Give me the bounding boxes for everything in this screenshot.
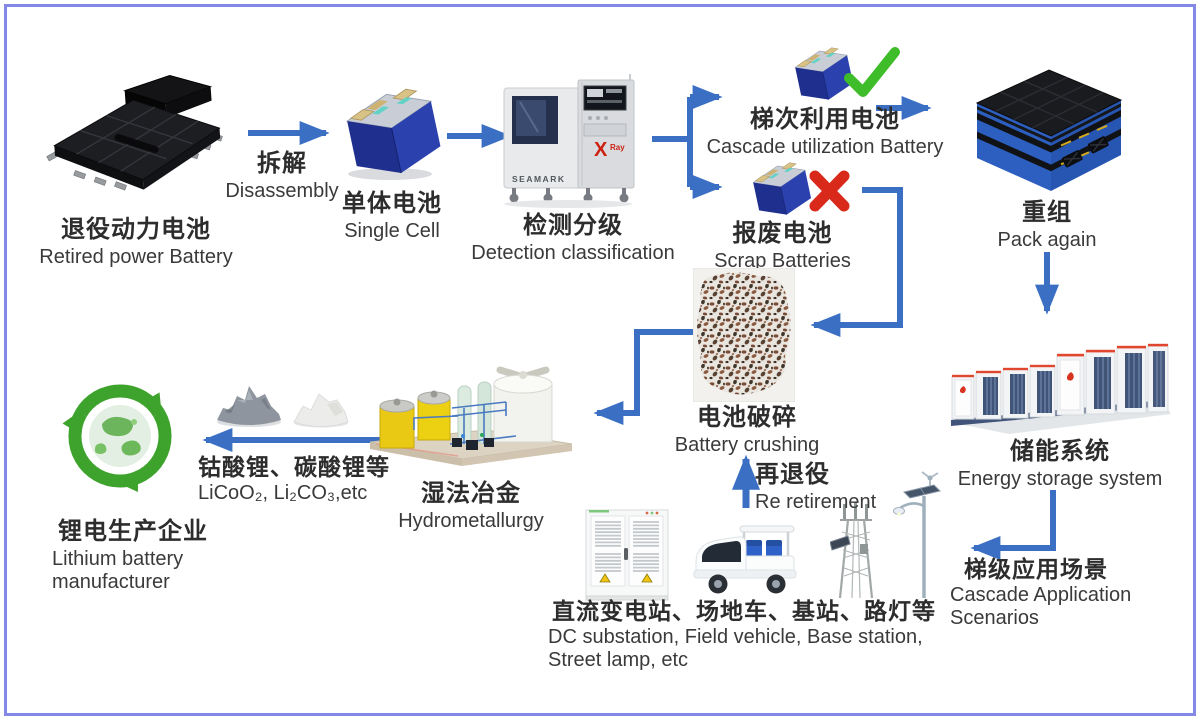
pass-check-icon: [843, 47, 900, 97]
retired-battery-label-en: Retired power Battery: [39, 245, 233, 268]
grey-powder-image: [217, 386, 281, 427]
detection-machine-image: X Ray SEAMARK: [503, 74, 635, 208]
node-battery-crushing: 电池破碎 Battery crushing: [658, 404, 836, 457]
base-station-image: [830, 502, 874, 599]
hydrometallurgy-label-zh: 湿法冶金: [421, 480, 521, 507]
node-manufacturer: 锂电生产企业 Lithium battery manufacturer: [52, 372, 217, 594]
node-cascade-scenarios: 梯级应用场景 Cascade Application Scenarios: [950, 556, 1155, 630]
arrow-storage-to-scenarios: [970, 490, 1056, 560]
single-cell-label-zh: 单体电池: [342, 190, 442, 217]
dc-substation-image: [585, 509, 669, 601]
applications-label-zh: 直流变电站、场地车、基站、路灯等: [552, 598, 936, 624]
battery-crushing-image: [693, 268, 795, 402]
re-retirement-label-en: Re retirement: [755, 490, 877, 513]
energy-storage-label-en: Energy storage system: [957, 467, 1163, 490]
single-cell-label-en: Single Cell: [344, 219, 440, 242]
street-lamp-image: [893, 471, 941, 598]
re-retirement-label-zh: 再退役: [755, 461, 830, 488]
repacked-battery-image: [975, 69, 1122, 191]
node-detection: X Ray SEAMARK 检测分级 Detection classificat…: [458, 72, 688, 265]
node-disassembly: 拆解 Disassembly: [223, 150, 341, 203]
node-cascade-battery: 梯次利用电池 Cascade utilization Battery: [697, 40, 953, 159]
detection-label-zh: 检测分级: [523, 212, 623, 239]
pack-again-label-en: Pack again: [997, 228, 1097, 251]
hydrometallurgy-label-en: Hydrometallurgy: [398, 509, 544, 532]
cascade-battery-label-en: Cascade utilization Battery: [706, 135, 944, 158]
recycle-icon: [52, 384, 192, 504]
node-scrap-battery: 报废电池 Scrap Batteries: [695, 156, 870, 273]
node-hydrometallurgy: 湿法冶金 Hydrometallurgy: [366, 356, 576, 533]
retired-battery-label-zh: 退役动力电池: [61, 216, 211, 243]
battery-crushing-label-zh: 电池破碎: [697, 404, 797, 431]
battery-crushing-label-en: Battery crushing: [674, 433, 820, 456]
white-powder-image: [293, 393, 349, 428]
xray-logo-text: Ray: [610, 143, 625, 152]
node-materials: 钴酸锂、碳酸锂等 LiCoO₂, Li₂CO₃,etc: [198, 454, 408, 505]
single-cell-image: [342, 84, 445, 182]
node-single-cell: 单体电池 Single Cell: [332, 80, 452, 243]
retired-battery-pack-image: [46, 74, 223, 191]
energy-storage-label-zh: 储能系统: [1010, 438, 1110, 465]
energy-storage-image: [949, 343, 1171, 434]
manufacturer-label-en: Lithium battery manufacturer: [52, 547, 184, 593]
fail-cross-icon: [809, 170, 850, 212]
cascade-battery-image: [791, 44, 900, 104]
xray-logo-icon: X: [594, 139, 608, 161]
hydrometallurgy-image: [369, 366, 573, 466]
field-vehicle-image: [693, 525, 797, 594]
node-applications: 直流变电站、场地车、基站、路灯等 DC substation, Field ve…: [548, 598, 940, 672]
machine-brand-text: SEAMARK: [512, 174, 565, 184]
node-pack-again: 重组 Pack again: [962, 58, 1132, 252]
cascade-scenarios-label-zh: 梯级应用场景: [964, 556, 1108, 582]
manufacturer-label-zh: 锂电生产企业: [58, 518, 208, 545]
materials-label-zh: 钴酸锂、碳酸锂等: [198, 454, 390, 480]
applications-label-en: DC substation, Field vehicle, Base stati…: [548, 626, 923, 672]
node-re-retirement: 再退役 Re retirement: [755, 461, 905, 514]
disassembly-label-en: Disassembly: [225, 179, 339, 202]
disassembly-label-zh: 拆解: [257, 150, 307, 177]
cascade-battery-label-zh: 梯次利用电池: [750, 106, 900, 133]
node-retired-battery: 退役动力电池 Retired power Battery: [30, 68, 242, 269]
scrap-battery-label-zh: 报废电池: [732, 220, 833, 247]
cascade-scenarios-label-en: Cascade Application Scenarios: [950, 584, 1132, 630]
arrow-crushing-to-hydro: [593, 329, 693, 425]
pack-again-label-zh: 重组: [1022, 199, 1072, 226]
detection-label-en: Detection classification: [471, 241, 675, 264]
materials-label-en: LiCoO₂, Li₂CO₃,etc: [198, 482, 368, 505]
scrap-battery-image: [750, 159, 850, 216]
node-energy-storage: 储能系统 Energy storage system: [945, 336, 1175, 491]
